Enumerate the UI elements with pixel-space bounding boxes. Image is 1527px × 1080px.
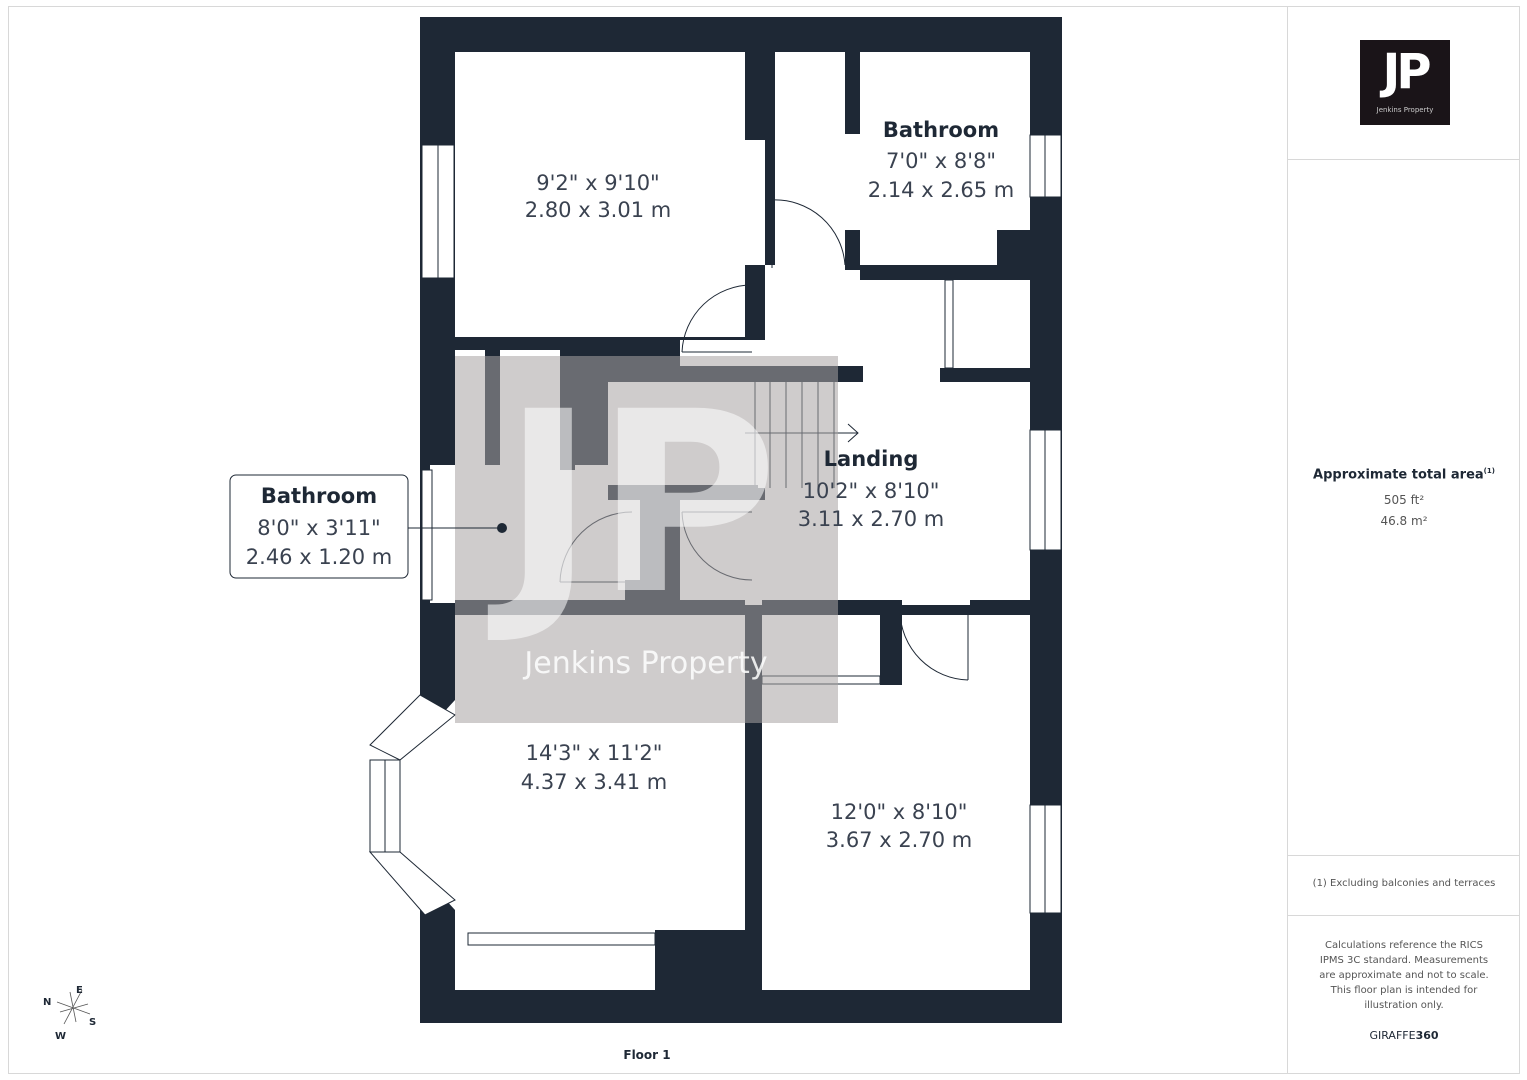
room-dim-imperial: 12'0" x 8'10" — [831, 800, 968, 824]
room-dim-metric: 2.80 x 3.01 m — [525, 198, 671, 222]
room-dim-imperial: 8'0" x 3'11" — [257, 516, 380, 540]
floor-plan: JP Jenkins Property 9'2" x 9'10" 2.80 x … — [43, 17, 1062, 1062]
footnote: (1) Excluding balconies and terraces — [1312, 878, 1496, 889]
area-note-marker: (1) — [1483, 467, 1495, 475]
room-dim-metric: 2.46 x 1.20 m — [246, 545, 392, 569]
room-dim-metric: 2.14 x 2.65 m — [868, 178, 1014, 202]
watermark-letters: JP — [487, 358, 778, 649]
room-bathroom-top — [775, 52, 1030, 265]
brand-number: 360 — [1415, 1029, 1439, 1042]
logo-text: Jenkins Property — [1376, 106, 1434, 114]
room-dim-metric: 3.11 x 2.70 m — [798, 507, 944, 531]
floor-label: Floor 1 — [623, 1048, 670, 1062]
area-ft: 505 ft² — [1383, 493, 1425, 507]
sidebar: JP Jenkins Property Approximate total ar… — [1287, 6, 1520, 1074]
area-title: Approximate total area — [1313, 467, 1484, 483]
brand-name: GIRAFFE — [1369, 1029, 1416, 1042]
room-dim-metric: 3.67 x 2.70 m — [826, 828, 972, 852]
room-dim-imperial: 7'0" x 8'8" — [886, 149, 996, 173]
logo-letters: JP — [1382, 44, 1431, 100]
room-dim-metric: 4.37 x 3.41 m — [521, 770, 667, 794]
room-name: Bathroom — [883, 118, 999, 142]
compass-s: S — [89, 1017, 96, 1028]
bathroom-callout: Bathroom 8'0" x 3'11" 2.46 x 1.20 m — [229, 474, 507, 579]
room-bedroom-1 — [455, 52, 745, 337]
compass-e: E — [76, 985, 83, 996]
logo: JP Jenkins Property — [1360, 40, 1450, 125]
area-m: 46.8 m² — [1380, 514, 1428, 528]
window — [467, 932, 656, 946]
disclaimer: Calculations reference the RICS IPMS 3C … — [1319, 940, 1489, 1011]
room-dim-imperial: 14'3" x 11'2" — [526, 741, 663, 765]
room-name: Bathroom — [261, 484, 377, 508]
watermark: JP Jenkins Property — [455, 356, 838, 723]
room-name: Landing — [824, 447, 919, 471]
compass-w: W — [55, 1031, 66, 1042]
window — [421, 469, 433, 601]
page-frame — [8, 6, 1520, 1074]
room-dim-imperial: 9'2" x 9'10" — [536, 171, 659, 195]
room-dim-imperial: 10'2" x 8'10" — [803, 479, 940, 503]
compass-icon: N E S W — [43, 985, 96, 1042]
compass-n: N — [43, 997, 51, 1008]
watermark-text: Jenkins Property — [522, 646, 767, 681]
